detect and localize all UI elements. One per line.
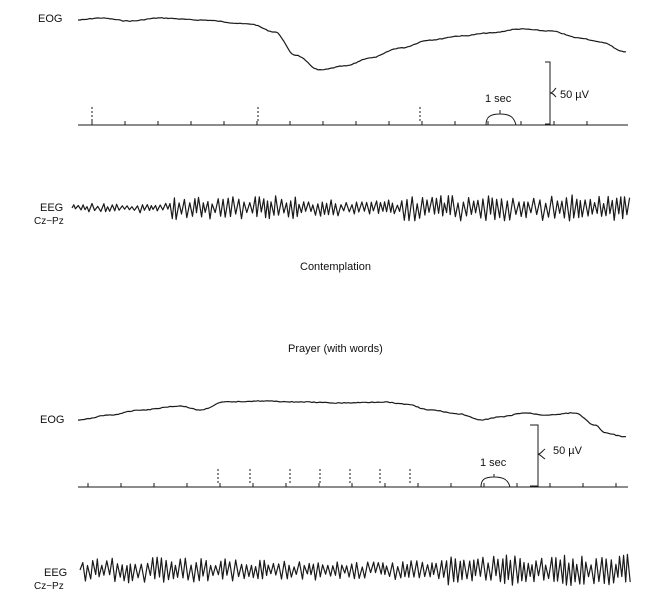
eog-trace-prayer	[77, 400, 627, 438]
time-scale-label-prayer: 1 sec	[480, 457, 507, 469]
eog-trace-contemplation	[78, 17, 627, 71]
eog-label-prayer: EOG	[40, 414, 65, 426]
eog-label-contemplation: EOG	[38, 13, 63, 25]
eeg-trace-prayer	[79, 553, 631, 586]
time-scale-bracket-prayer	[480, 474, 511, 488]
eeg-derivation-contemplation: Cz−Pz	[34, 216, 64, 227]
amplitude-scale-label-contemplation: 50 µV	[560, 89, 589, 101]
time-marker-baseline-prayer	[78, 469, 628, 488]
eeg-derivation-prayer: Cz−Pz	[34, 581, 64, 592]
eeg-label-contemplation: EEG	[40, 202, 64, 214]
time-scale-bracket-contemplation	[485, 110, 517, 126]
amplitude-scale-bracket-contemplation	[537, 61, 557, 126]
eeg-trace-contemplation	[71, 194, 631, 222]
time-marker-baseline-contemplation	[78, 107, 628, 126]
amplitude-scale-bracket-prayer	[528, 424, 546, 488]
caption-contemplation: Contemplation	[300, 261, 371, 273]
eeg-label-prayer: EEG	[44, 567, 68, 579]
caption-prayer: Prayer (with words)	[288, 343, 383, 355]
time-scale-label-contemplation: 1 sec	[485, 93, 512, 105]
amplitude-scale-label-prayer: 50 µV	[553, 445, 582, 457]
